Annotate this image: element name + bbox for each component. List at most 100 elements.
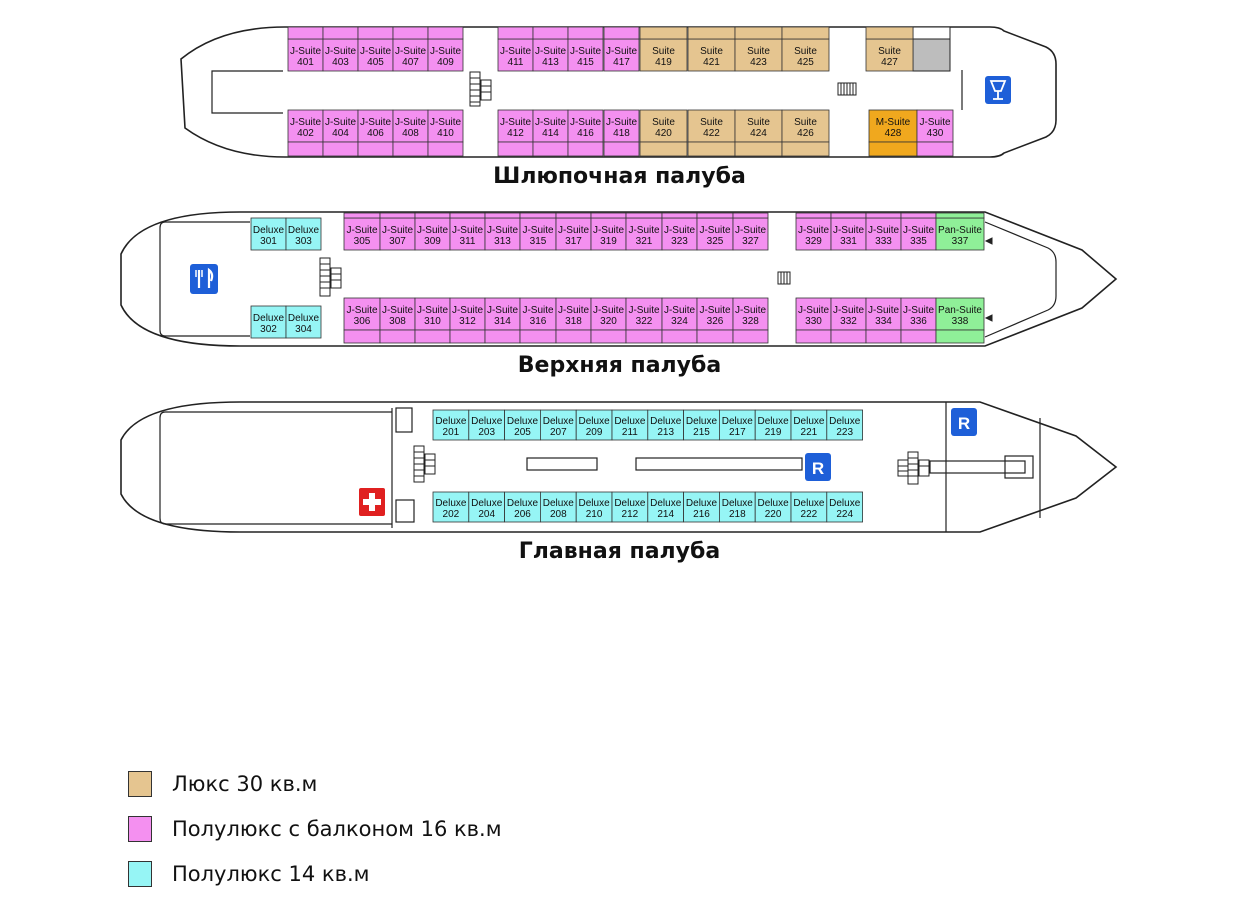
main-deck-inner-rail — [159, 411, 392, 525]
gangway-end — [1004, 455, 1034, 479]
upper-deck-inner-rail — [159, 221, 250, 337]
cabin-number: 338 — [952, 316, 969, 327]
cabin-box — [611, 409, 649, 441]
cabin-number: 319 — [600, 236, 617, 247]
cabin-type: Deluxe — [288, 225, 320, 236]
cabin-type: Suite — [878, 46, 901, 57]
cabin-box — [343, 297, 381, 331]
